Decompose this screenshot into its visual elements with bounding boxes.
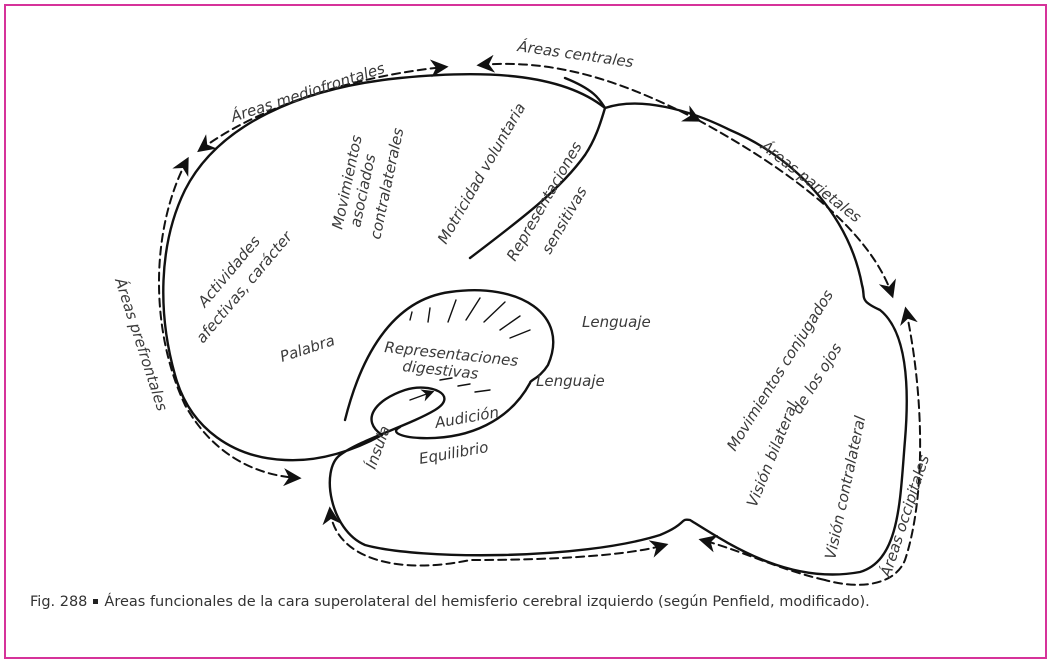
label-areas-mediofrontales: Áreas mediofrontales xyxy=(227,58,387,126)
label-equilibrio: Equilibrio xyxy=(418,438,490,468)
figure-number: Fig. 288 xyxy=(30,594,87,610)
label-lenguaje-lower: Lenguaje xyxy=(536,372,605,390)
label-insula: Ínsula xyxy=(361,423,394,471)
figure-caption: Fig. 288 Áreas funcionales de la cara sup… xyxy=(30,594,1030,610)
label-lenguaje-upper: Lenguaje xyxy=(582,313,651,331)
label-audicion: Audición xyxy=(433,403,501,432)
brain-diagram: Áreas mediofrontales Áreas centrales Áre… xyxy=(0,0,1053,600)
label-vision-contralateral: Visión contralateral xyxy=(821,413,869,560)
caption-text: Áreas funcionales de la cara superolater… xyxy=(104,594,869,610)
brain-outline xyxy=(163,74,906,574)
label-areas-parietales: Áreas parietales xyxy=(757,136,866,227)
label-palabra: Palabra xyxy=(278,331,337,366)
bullet-icon xyxy=(93,599,98,604)
label-motricidad: Motricidad voluntaria xyxy=(434,100,529,247)
